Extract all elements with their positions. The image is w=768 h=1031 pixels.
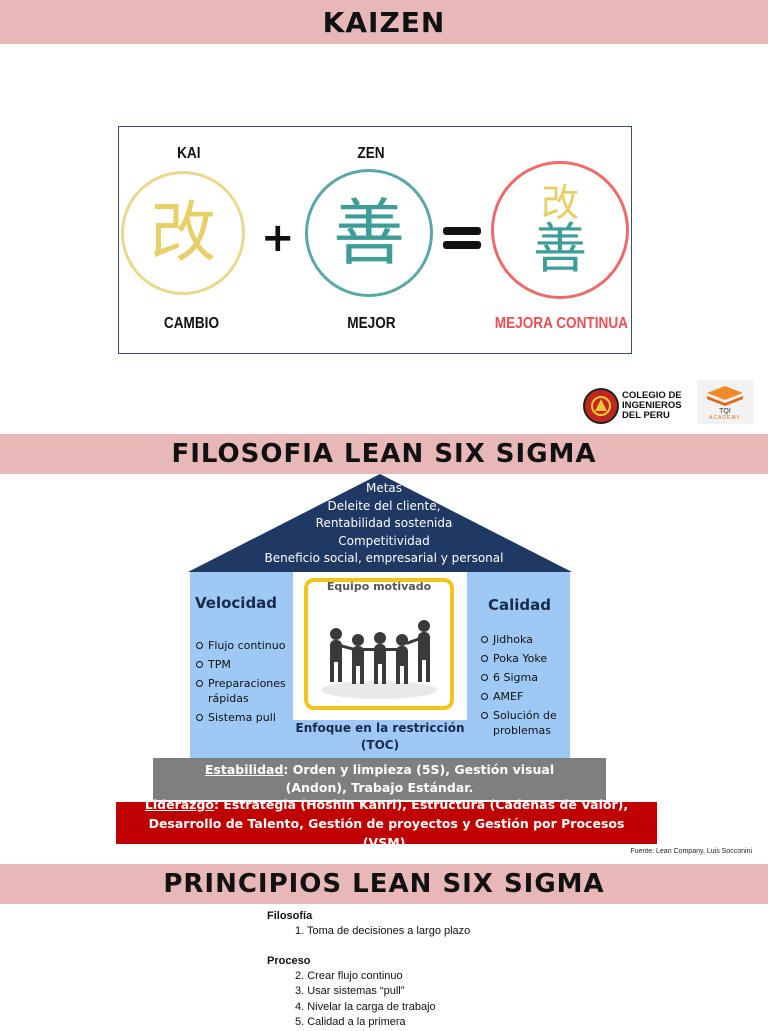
- toc-label: Enfoque en la restricción (TOC): [295, 721, 465, 752]
- list-item: Flujo continuo: [196, 638, 290, 653]
- section-title: Filosofía: [267, 910, 313, 922]
- list-item: Poka Yoke: [481, 651, 567, 666]
- list-item: 5. Calidad a la primera: [295, 1016, 406, 1028]
- roof-line: Deleite del cliente,: [327, 498, 441, 513]
- result-circle: 改 善: [491, 161, 629, 299]
- list-item: Preparaciones rápidas: [196, 676, 290, 706]
- cambio-label: CAMBIO: [163, 315, 220, 332]
- roof-goals: Metas Deleite del cliente, Rentabilidad …: [250, 480, 518, 568]
- list-item: 3. Usar sistemas “pull”: [295, 985, 405, 997]
- list-item: AMEF: [481, 689, 567, 704]
- principles-list: Filosofía 1. Toma de decisiones a largo …: [267, 910, 470, 1031]
- kai-kanji: 改: [150, 194, 216, 271]
- velocidad-list: Flujo continuo TPM Preparaciones rápidas…: [196, 638, 290, 729]
- kai-circle: 改: [121, 171, 245, 295]
- kai-label: KAI: [177, 145, 201, 162]
- kaizen-diagram: KAI 改 CAMBIO + ZEN 善 MEJOR 改 善 MEJORA CO…: [118, 126, 632, 354]
- mejor-label: MEJOR: [347, 315, 396, 332]
- list-item: 2. Crear flujo continuo: [295, 969, 403, 982]
- tqi-sub: ACADEMY: [709, 414, 741, 421]
- team-people-icon: [321, 620, 437, 699]
- equals-sign: [443, 227, 481, 251]
- section-title: Proceso: [267, 954, 311, 967]
- list-item: 1. Toma de decisiones a largo plazo: [295, 925, 471, 937]
- list-item: 4. Nivelar la carga de trabajo: [295, 1000, 436, 1013]
- cip-logo: COLEGIO DE INGENIEROS DEL PERU: [583, 386, 683, 426]
- equipo-motivado-title: Equipo motivado: [326, 580, 432, 593]
- list-item: Solución de problemas: [481, 708, 567, 738]
- zen-kanji: 善: [332, 191, 405, 275]
- liderazgo-bar: Liderazgo: Estrategia (Hoshin Kanri), Es…: [116, 797, 657, 850]
- estabilidad-text: : Orden y limpieza (5S), Gestión visual …: [283, 762, 555, 795]
- house-roof: [188, 474, 572, 572]
- principios-header: PRINCIPIOS LEAN SIX SIGMA: [0, 864, 768, 904]
- tqi-logo: TQI ACADEMY: [697, 380, 753, 424]
- plus-sign: +: [261, 215, 295, 261]
- calidad-title: Calidad: [488, 596, 552, 614]
- filosofia-header: FILOSOFIA LEAN SIX SIGMA: [0, 434, 768, 474]
- calidad-list: Jidhoka Poka Yoke 6 Sigma AMEF Solución …: [481, 632, 567, 742]
- list-item: 6 Sigma: [481, 670, 567, 685]
- list-item: Sistema pull: [196, 710, 290, 725]
- result-kanji-top: 改: [540, 181, 579, 225]
- tqi-stack-icon: [707, 385, 743, 406]
- cip-name: COLEGIO DE INGENIEROS DEL PERU: [622, 390, 682, 421]
- roof-line: Competitividad: [338, 533, 430, 548]
- velocidad-title: Velocidad: [195, 594, 278, 612]
- estabilidad-label: Estabilidad: [204, 762, 284, 777]
- roof-line: Beneficio social, empresarial y personal: [264, 551, 504, 565]
- kaizen-header: KAIZEN: [0, 0, 768, 44]
- tqi-name: TQI: [719, 407, 731, 415]
- list-item: Jidhoka: [481, 632, 567, 647]
- cip-seal-icon: [583, 388, 619, 424]
- zen-label: ZEN: [357, 145, 385, 162]
- team-frame: [304, 578, 454, 710]
- roof-line: Metas: [365, 481, 403, 495]
- result-kanji-bottom: 善: [533, 217, 587, 280]
- mejora-continua-label: MEJORA CONTINUA: [494, 315, 628, 332]
- zen-circle: 善: [305, 169, 433, 297]
- roof-line: Rentabilidad sostenida: [315, 516, 453, 530]
- liderazgo-label: Liderazgo: [144, 796, 214, 812]
- list-item: TPM: [196, 657, 290, 672]
- estabilidad-bar: Estabilidad: Orden y limpieza (5S), Gest…: [153, 758, 606, 800]
- source-note: Fuente: Lean Company, Luis Socconini: [630, 848, 752, 855]
- liderazgo-text: : Estrategia (Hoshin Kanri), Estructura …: [148, 796, 629, 850]
